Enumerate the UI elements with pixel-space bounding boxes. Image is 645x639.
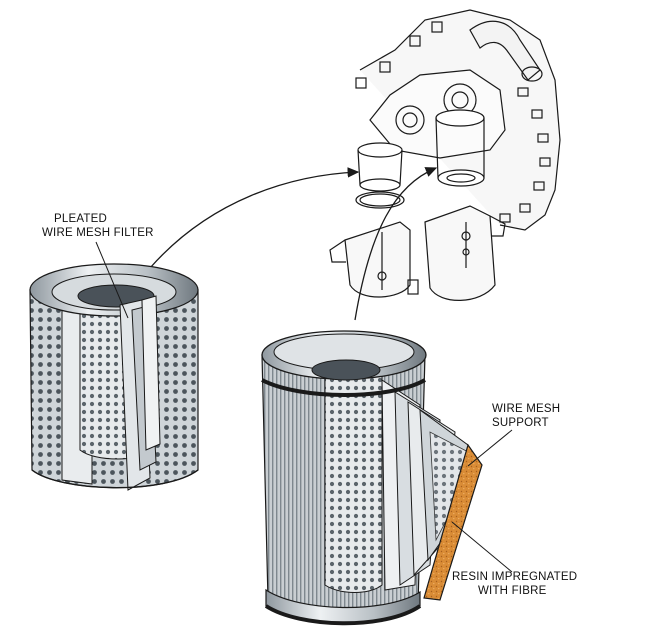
engine-housing-drawing <box>329 9 561 301</box>
label-wire-mesh-support: WIRE MESH SUPPORT <box>492 402 560 430</box>
connector-arrow-pleated <box>149 167 360 269</box>
label-pleated-wire-mesh-filter: PLEATED WIRE MESH FILTER <box>42 212 154 240</box>
wire-mesh-leader <box>467 429 513 467</box>
large-filter-element <box>435 109 485 187</box>
label-resin-line-1: RESIN IMPREGNATED <box>452 571 578 583</box>
left-bowl-housing <box>329 221 419 298</box>
connector-arrow-resin <box>354 167 438 321</box>
resin-filter-element <box>261 330 483 626</box>
label-wire-mesh-line-2: SUPPORT <box>492 417 549 429</box>
label-wire-mesh-line-1: WIRE MESH <box>492 403 561 415</box>
right-bowl-housing <box>424 205 506 301</box>
housing-bolts <box>355 21 551 223</box>
resin-leader <box>451 521 513 573</box>
pleated-filter-element <box>29 263 199 491</box>
label-pleated-line-1: PLEATED <box>54 213 107 225</box>
pleated-leader <box>95 241 129 319</box>
label-resin-impregnated: RESIN IMPREGNATED WITH FIBRE <box>452 570 577 598</box>
label-pleated-line-2: WIRE MESH FILTER <box>42 227 154 239</box>
label-resin-line-2: WITH FIBRE <box>478 585 547 597</box>
